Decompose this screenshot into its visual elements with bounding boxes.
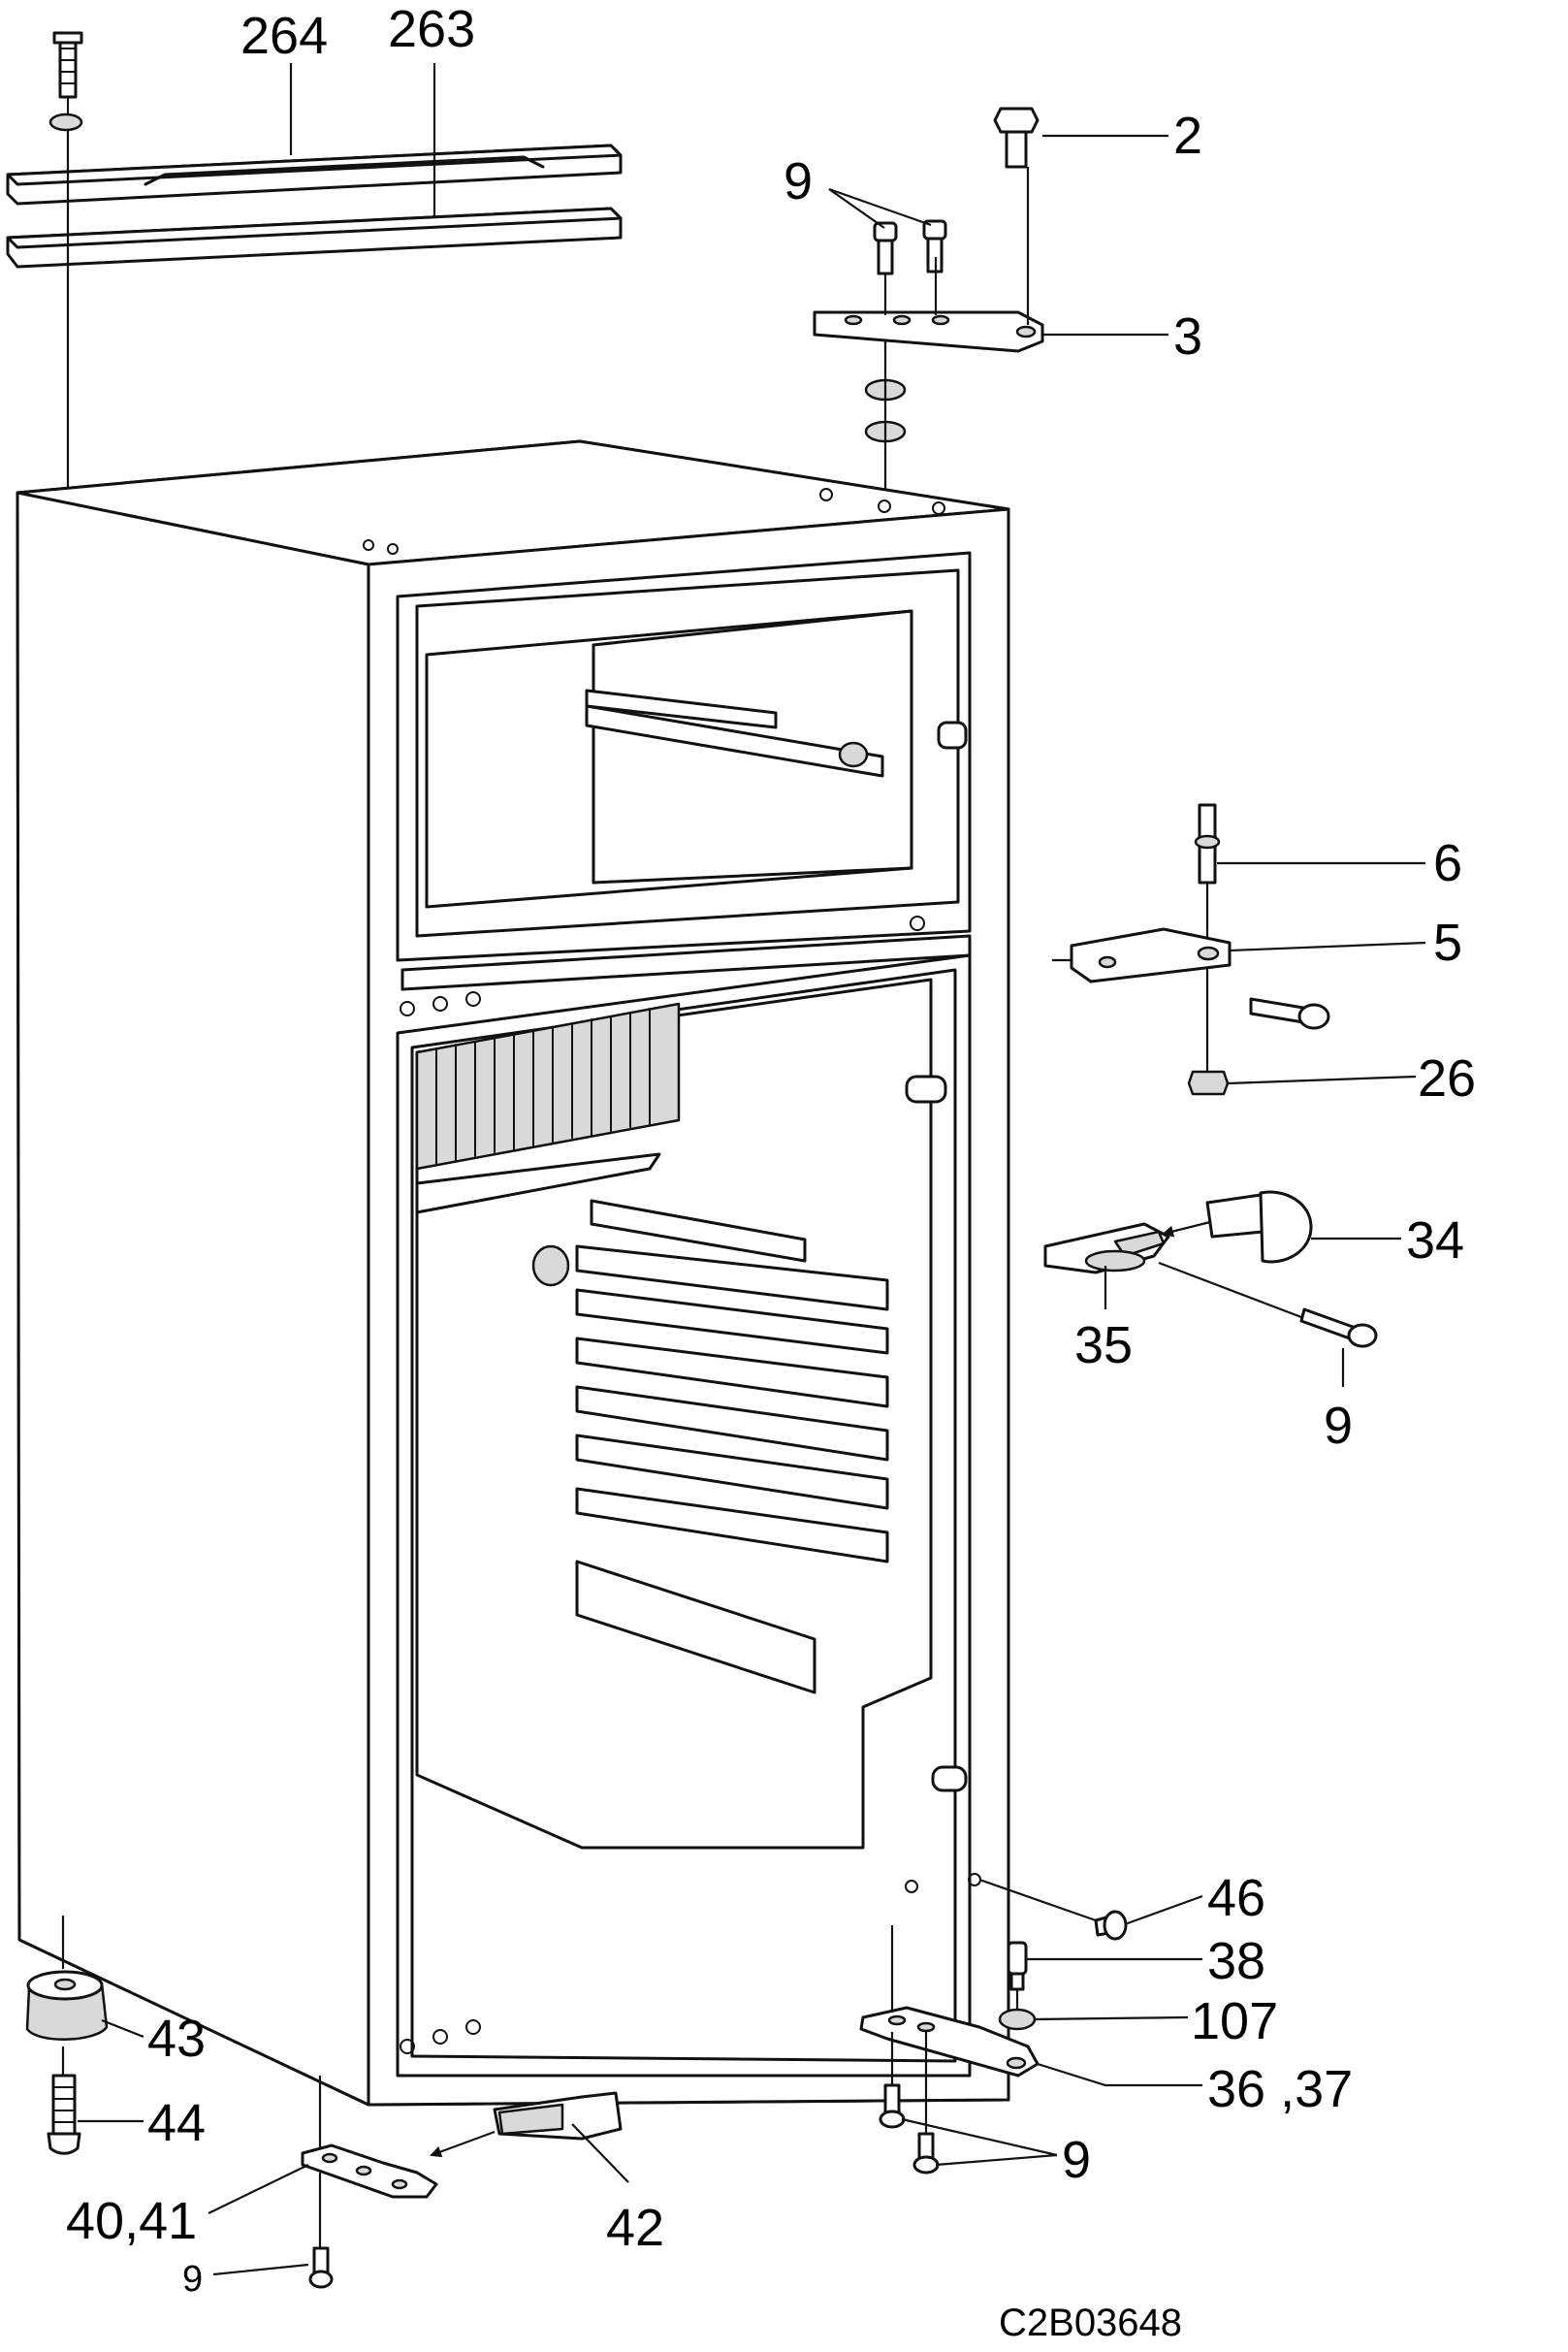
callout-38: 38 xyxy=(1207,1932,1265,1990)
top-screw-part xyxy=(48,31,83,132)
leader-9-top-b xyxy=(828,187,932,227)
callout-2: 2 xyxy=(1173,107,1202,165)
callout-9-mid: 9 xyxy=(1324,1397,1353,1455)
callout-46: 46 xyxy=(1207,1869,1265,1927)
plug-46 xyxy=(1094,1910,1128,1941)
callout-3: 3 xyxy=(1173,307,1202,366)
assembly-line xyxy=(978,1878,1097,1922)
leader-42 xyxy=(571,2123,629,2183)
screw-9-bottom-left xyxy=(308,2246,334,2289)
hinge-bolt-2 xyxy=(993,107,1040,169)
assembly-arrow xyxy=(430,2130,496,2158)
callout-264: 264 xyxy=(240,7,328,65)
callout-43: 43 xyxy=(147,2010,206,2068)
foot-43 xyxy=(25,1970,109,2041)
callout-34: 34 xyxy=(1406,1211,1464,1270)
leader-36-37 xyxy=(1037,2062,1202,2087)
assembly-line xyxy=(1158,1261,1302,1319)
leader-9-top-a xyxy=(828,188,885,229)
leader-9-bottom-left xyxy=(212,2263,309,2276)
leader-40-41 xyxy=(208,2164,309,2214)
leader-26 xyxy=(1227,1075,1417,1085)
leader-46 xyxy=(1124,1894,1203,1926)
callout-5: 5 xyxy=(1433,914,1462,972)
screw-9-mid xyxy=(1299,1307,1378,1348)
drawing-code: C2B03648 xyxy=(999,2302,1182,2344)
leader-43 xyxy=(101,2018,144,2039)
callout-35: 35 xyxy=(1074,1316,1133,1374)
hinge-pin-6 xyxy=(1194,803,1221,885)
assembly-arrow xyxy=(1162,1220,1211,1238)
pin-38 xyxy=(1007,1941,1028,1991)
callout-107: 107 xyxy=(1191,1992,1278,2050)
callout-9-bottom-left: 9 xyxy=(182,2259,203,2300)
washer-107 xyxy=(998,2008,1037,2031)
trim-strip-264 xyxy=(6,144,623,206)
hinge-bracket-5 xyxy=(1070,927,1232,983)
hinge-plate-40-41 xyxy=(301,2143,438,2199)
leader-5 xyxy=(1229,941,1426,952)
callout-40-41: 40,41 xyxy=(66,2192,197,2250)
callout-36-37: 36 ,37 xyxy=(1207,2060,1353,2118)
screws-9-bottom-right xyxy=(879,2083,940,2175)
refrigerator-cabinet xyxy=(16,439,1010,2107)
callout-263: 263 xyxy=(388,0,475,58)
hinge-plate-3 xyxy=(813,310,1044,353)
stop-cap-34 xyxy=(1205,1190,1313,1264)
hinge-plate-36-37 xyxy=(859,2006,1040,2078)
bolt-5 xyxy=(1249,997,1330,1030)
trim-strip-263 xyxy=(6,207,623,269)
callout-42: 42 xyxy=(606,2199,664,2257)
leader-9-bottom-right-a xyxy=(901,2117,1058,2157)
callout-9-top: 9 xyxy=(784,152,813,210)
bolt-44 xyxy=(47,2074,81,2155)
latch-42 xyxy=(493,2091,623,2141)
leader-107 xyxy=(1033,2015,1189,2021)
callout-44: 44 xyxy=(147,2094,206,2152)
door-stop-35 xyxy=(1043,1222,1170,1274)
nut-26 xyxy=(1187,1070,1230,1096)
leader-9-bottom-right-b xyxy=(935,2153,1058,2167)
callout-9-bottom-right: 9 xyxy=(1062,2131,1091,2189)
callout-26: 26 xyxy=(1418,1049,1476,1108)
callout-6: 6 xyxy=(1433,834,1462,892)
